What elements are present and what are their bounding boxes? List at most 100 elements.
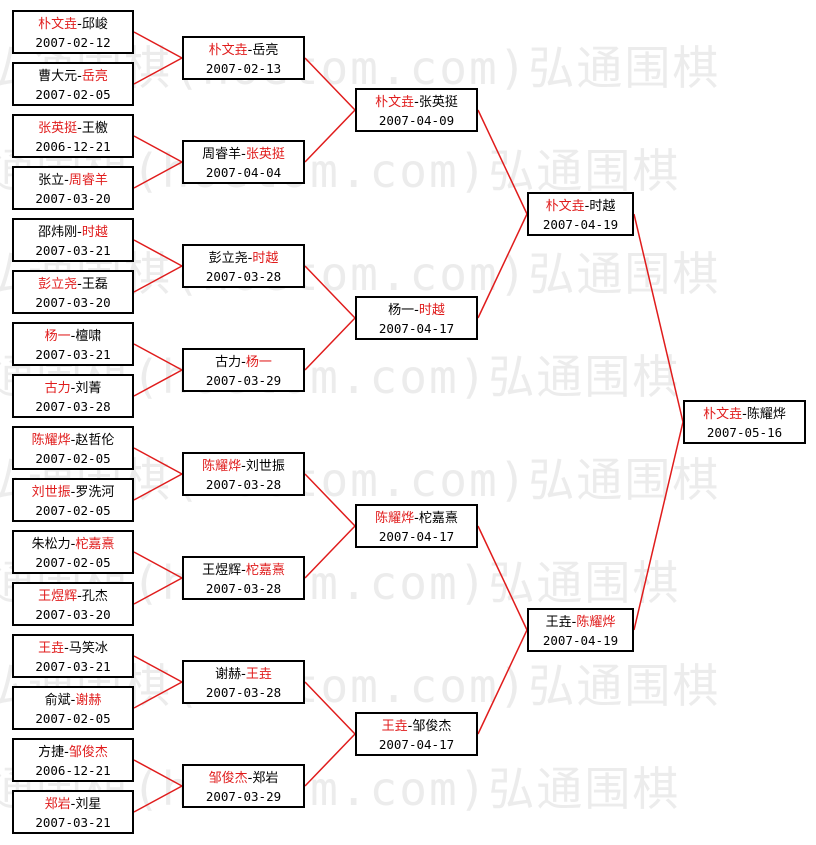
match-players: 杨一-时越	[357, 302, 476, 320]
match-date: 2007-03-29	[205, 373, 282, 388]
player-two-name: 郑岩	[252, 771, 279, 786]
players-separator: -	[241, 355, 246, 370]
players-separator: -	[77, 121, 82, 136]
player-two-name: 时越	[418, 303, 445, 318]
bracket-connector	[133, 265, 183, 293]
player-two-name: 时越	[252, 251, 279, 266]
match-players: 曹大元-岳亮	[14, 68, 132, 86]
match-players: 朴文垚-时越	[529, 198, 632, 216]
player-one-name: 张英挺	[38, 121, 78, 136]
players-separator: -	[64, 745, 69, 760]
match-date: 2007-02-05	[35, 451, 111, 466]
match-date: 2007-02-05	[35, 711, 111, 726]
match-players: 周睿羊-张英挺	[184, 146, 303, 164]
match-date: 2007-02-12	[35, 35, 111, 50]
players-separator: -	[571, 615, 577, 630]
match-players: 王煜辉-柁嘉熹	[184, 562, 303, 580]
player-one-name: 朴文垚	[208, 43, 248, 58]
match-date: 2006-12-21	[35, 763, 111, 778]
players-separator: -	[70, 329, 76, 344]
match-date: 2007-03-20	[35, 295, 111, 310]
match-players: 郑岩-刘星	[14, 796, 132, 814]
players-separator: -	[70, 485, 76, 500]
player-one-name: 张立	[38, 173, 65, 188]
bracket-connector	[304, 681, 356, 735]
player-one-name: 周睿羊	[202, 147, 242, 162]
match-date: 2007-04-19	[542, 633, 619, 648]
players-separator: -	[77, 69, 82, 84]
match-date: 2007-03-21	[35, 347, 111, 362]
match-date: 2007-03-28	[205, 581, 282, 596]
match-players: 王垚-马笑冰	[14, 640, 132, 658]
match-date: 2007-04-17	[378, 321, 455, 336]
player-two-name: 刘星	[75, 797, 102, 812]
player-two-name: 柁嘉熹	[245, 563, 285, 578]
bracket-connector	[133, 135, 183, 163]
bracket-connector	[304, 265, 356, 319]
players-separator: -	[414, 95, 419, 110]
bracket-connector	[133, 239, 183, 267]
player-two-name: 邹俊杰	[412, 719, 452, 734]
match-players: 方捷-邹俊杰	[14, 744, 132, 762]
match-players: 彭立尧-时越	[184, 250, 303, 268]
match-players: 朱松力-柁嘉熹	[14, 536, 132, 554]
player-two-name: 马笑冰	[68, 641, 108, 656]
player-one-name: 朴文垚	[375, 95, 415, 110]
bracket-connector	[133, 785, 183, 813]
players-separator: -	[70, 381, 76, 396]
player-two-name: 岳亮	[252, 43, 279, 58]
player-one-name: 彭立尧	[208, 251, 248, 266]
player-one-name: 刘世振	[31, 485, 71, 500]
player-one-name: 曹大元	[38, 69, 78, 84]
match-players: 张立-周睿羊	[14, 172, 132, 190]
players-separator: -	[64, 173, 69, 188]
player-two-name: 邱峻	[81, 17, 108, 32]
match-players: 俞斌-谢赫	[14, 692, 132, 710]
match-players: 陈耀烨-赵哲伦	[14, 432, 132, 450]
match-date: 2007-03-21	[35, 815, 111, 830]
bracket-connector	[304, 57, 356, 111]
bracket-connector	[133, 343, 183, 371]
player-one-name: 邹俊杰	[208, 771, 248, 786]
player-one-name: 谢赫	[215, 667, 242, 682]
bracket-connector	[133, 161, 183, 189]
player-one-name: 朴文垚	[703, 407, 743, 422]
match-players: 王垚-陈耀烨	[529, 614, 632, 632]
player-one-name: 王垚	[545, 615, 572, 630]
player-one-name: 古力	[44, 381, 71, 396]
player-two-name: 周睿羊	[68, 173, 108, 188]
player-one-name: 郑岩	[44, 797, 71, 812]
